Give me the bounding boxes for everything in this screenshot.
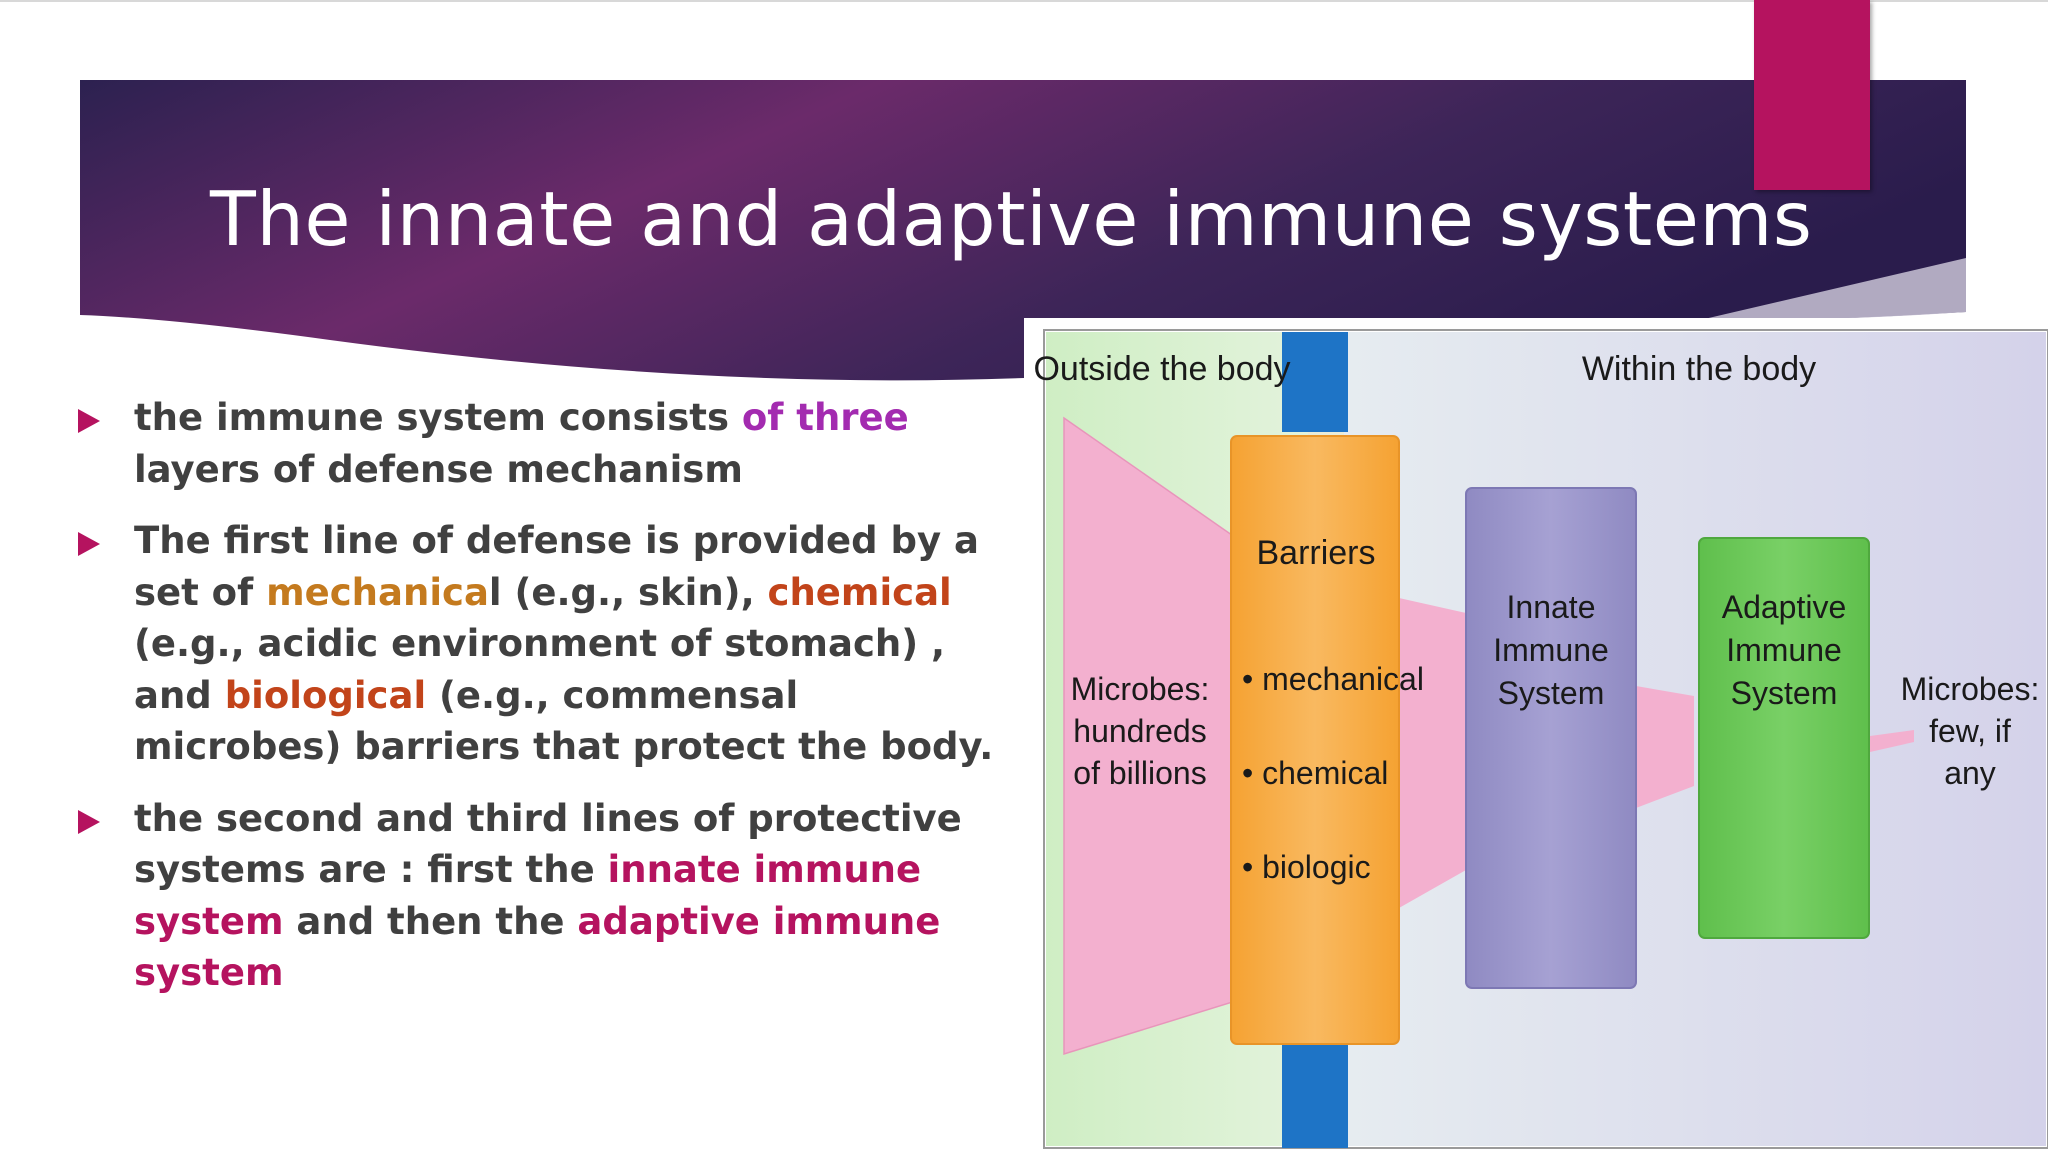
innate-line3: System bbox=[1498, 675, 1605, 711]
bullet-text: the immune system consists of three laye… bbox=[134, 396, 909, 491]
microbes-left-line1: Microbes: bbox=[1071, 671, 1210, 707]
immune-layers-diagram: Outside the body Within the body Microbe… bbox=[1024, 318, 2048, 1152]
accent-bar bbox=[1754, 0, 1870, 190]
bullet-item: the immune system consists of three laye… bbox=[78, 392, 1018, 495]
adaptive-line2: Immune bbox=[1726, 632, 1842, 668]
microbes-right-line1: Microbes: bbox=[1901, 671, 2040, 707]
bullet-item: The first line of defense is provided by… bbox=[78, 515, 1018, 773]
funnel-exit bbox=[1870, 730, 1914, 752]
barriers-box bbox=[1230, 435, 1400, 1045]
microbes-right-line2: few, if bbox=[1929, 713, 2011, 749]
barriers-title: Barriers bbox=[1256, 534, 1375, 572]
triangle-bullet-icon bbox=[78, 409, 100, 433]
microbes-left-line3: of billions bbox=[1073, 755, 1206, 791]
within-body-label: Within the body bbox=[1582, 350, 1816, 388]
membrane-bottom bbox=[1282, 1044, 1348, 1148]
top-edge-line bbox=[0, 0, 2048, 2]
bullet-text: The first line of defense is provided by… bbox=[134, 519, 994, 768]
outside-body-label: Outside the body bbox=[1033, 350, 1290, 388]
bullet-text: the second and third lines of protective… bbox=[134, 796, 962, 995]
adaptive-box bbox=[1698, 537, 1870, 939]
funnel-to-adaptive bbox=[1636, 686, 1694, 808]
diagram-border bbox=[1043, 329, 2048, 1149]
triangle-bullet-icon bbox=[78, 809, 100, 834]
adaptive-line1: Adaptive bbox=[1722, 589, 1847, 625]
microbes-left-line2: hundreds bbox=[1073, 713, 1206, 749]
membrane-top bbox=[1282, 332, 1348, 432]
innate-line1: Innate bbox=[1507, 589, 1596, 625]
triangle-bullet-icon bbox=[78, 532, 100, 556]
slide-title: The innate and adaptive immune systems bbox=[210, 175, 1813, 263]
barrier-item-chemical: • chemical bbox=[1242, 755, 1388, 791]
adaptive-line3: System bbox=[1731, 675, 1838, 711]
funnel-to-innate bbox=[1399, 598, 1466, 908]
innate-box bbox=[1465, 487, 1637, 989]
barrier-item-mechanical: • mechanical bbox=[1242, 661, 1424, 697]
bullet-list: the immune system consists of three laye… bbox=[78, 392, 1018, 999]
barrier-item-biologic: • biologic bbox=[1242, 849, 1371, 885]
microbes-right-line3: any bbox=[1944, 755, 1996, 791]
innate-line2: Immune bbox=[1493, 632, 1609, 668]
bullet-item: the second and third lines of protective… bbox=[78, 793, 1018, 999]
